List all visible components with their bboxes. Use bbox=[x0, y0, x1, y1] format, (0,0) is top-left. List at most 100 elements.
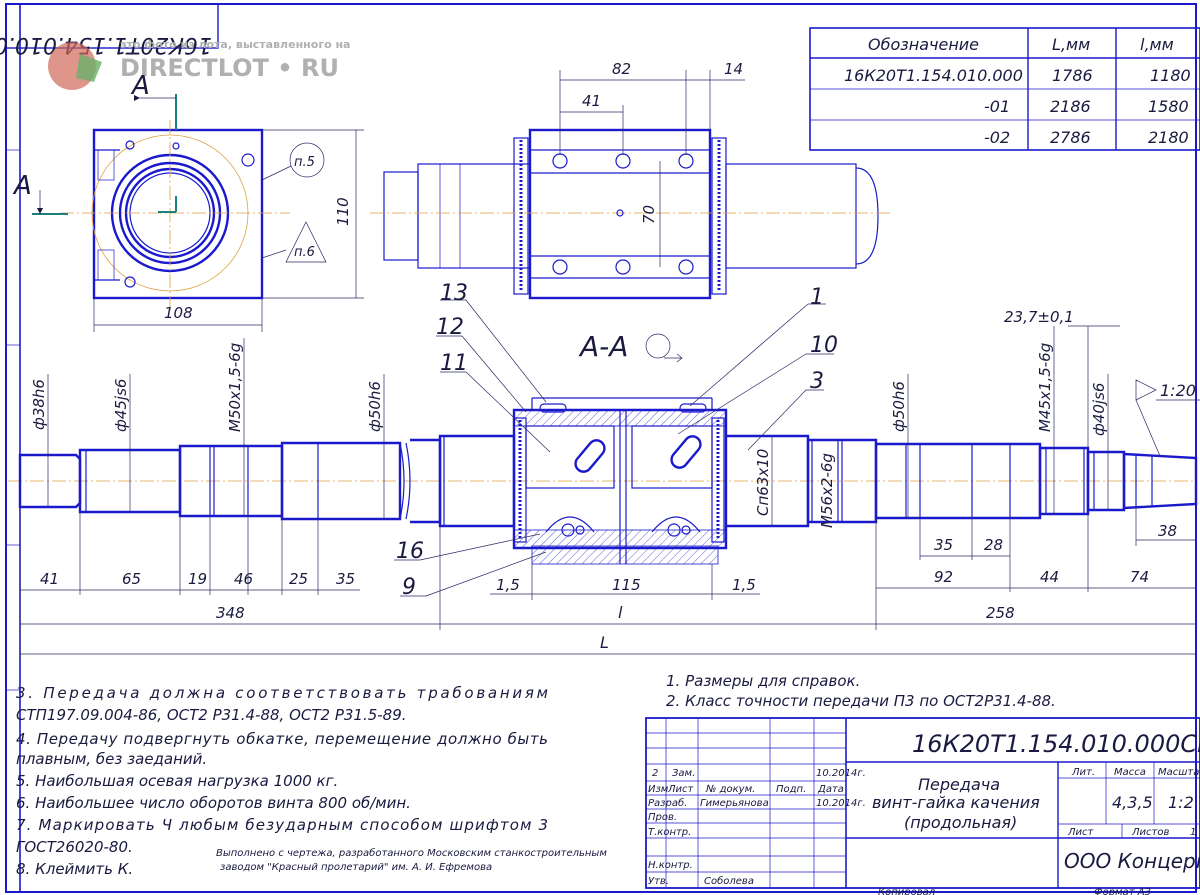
dim-taper: 1:20 bbox=[1160, 381, 1196, 400]
note-left: 7. Маркировать Ч любым безударным способ… bbox=[16, 816, 548, 834]
technical-notes: 1. Размеры для справок. 2. Класс точност… bbox=[16, 672, 1056, 878]
rotation-icon bbox=[645, 333, 671, 359]
dim-44: 44 bbox=[1040, 568, 1059, 586]
dim-d50h6-left: ф50h6 bbox=[366, 381, 384, 432]
dim-35-right: 35 bbox=[934, 536, 953, 554]
tb-cell: Н.контр. bbox=[648, 860, 693, 871]
watermark: это фото из лота, выставленного на DIREC… bbox=[48, 38, 350, 90]
dim-d40js6: ф40js6 bbox=[1090, 383, 1108, 436]
tb-cell: Лист bbox=[667, 784, 695, 795]
tb-lit: Лит. bbox=[1071, 767, 1095, 778]
dim-70: 70 bbox=[640, 205, 658, 224]
tb-cell: Пров. bbox=[648, 812, 677, 823]
tb-cell: Т.контр. bbox=[648, 827, 691, 838]
note-left: 4. Передачу подвергнуть обкатке, перемещ… bbox=[16, 730, 548, 748]
table-cell: 16К20Т1.154.010.000 bbox=[844, 66, 1023, 85]
tb-copied: Копировал bbox=[878, 887, 936, 895]
tb-cell: 2 bbox=[652, 768, 658, 779]
tb-code: 16К20Т1.154.010.000СБ bbox=[912, 730, 1200, 758]
dim-28: 28 bbox=[984, 536, 1003, 554]
table-cell: -01 bbox=[984, 97, 1010, 116]
dim-tolerance: 23,7±0,1 bbox=[1004, 308, 1074, 326]
dim-L: L bbox=[600, 633, 609, 652]
tb-cell: Разраб. bbox=[648, 797, 687, 809]
dim-35-left: 35 bbox=[336, 570, 355, 588]
shaft-diameter-labels: ф38h6 ф45js6 М50х1,5-6g ф50h6 Сп63х10 М5… bbox=[30, 308, 1200, 528]
table-cell: 1786 bbox=[1052, 66, 1093, 85]
title-block: 2 Зам. 10.2014г. Изм Лист № докум. Подп.… bbox=[645, 717, 1200, 895]
tb-scale-value: 1:2 bbox=[1168, 793, 1194, 812]
ball-screw-shaft bbox=[8, 397, 1198, 565]
dim-41: 41 bbox=[40, 570, 59, 588]
note-left: СТП197.09.004-86, ОСТ2 Р31.4-88, ОСТ2 Р3… bbox=[16, 706, 407, 724]
tb-cell: Зам. bbox=[672, 768, 695, 779]
dim-108: 108 bbox=[164, 304, 193, 322]
note-left: 3. Передача должна соответствовать трaбо… bbox=[16, 684, 548, 702]
pos-10: 10 bbox=[810, 333, 838, 358]
table-cell: 1580 bbox=[1148, 97, 1189, 116]
watermark-brand: DIRECTLOT • RU bbox=[120, 54, 339, 82]
dim-d38h6: ф38h6 bbox=[30, 379, 48, 430]
pos-16: 16 bbox=[396, 539, 424, 564]
note-left: плавным, без заеданий. bbox=[16, 750, 207, 768]
note-left: 8. Клеймить К. bbox=[16, 860, 133, 878]
note-left: 5. Наибольшая осевая нагрузка 1000 кг. bbox=[16, 772, 338, 790]
dim-74: 74 bbox=[1130, 568, 1149, 586]
dim-115: 115 bbox=[612, 576, 641, 594]
table-cell: 2786 bbox=[1050, 128, 1091, 147]
table-cell: -02 bbox=[984, 128, 1010, 147]
credit-line: заводом "Красный пролетарий" им. А. И. Е… bbox=[220, 862, 492, 873]
tb-name: винт-гайка качения bbox=[872, 793, 1040, 812]
pos-13: 13 bbox=[440, 281, 468, 306]
dim-348: 348 bbox=[216, 604, 245, 622]
dim-m50: М50х1,5-6g bbox=[226, 343, 244, 432]
dim-46: 46 bbox=[234, 570, 253, 588]
note-right: 2. Класс точности передачи П3 по ОСТ2Р31… bbox=[666, 692, 1056, 710]
note-right: 1. Размеры для справок. bbox=[666, 672, 860, 690]
dim-19: 19 bbox=[188, 570, 207, 588]
tb-mass: Масса bbox=[1114, 767, 1146, 778]
dim-l: l bbox=[618, 603, 623, 622]
dim-1-5-right: 1,5 bbox=[732, 576, 756, 594]
tb-cell: Дата bbox=[817, 784, 844, 795]
rotated-code-box: 16К20Т1.154.010.000СБ bbox=[0, 3, 219, 57]
section-mark-left: А bbox=[12, 171, 32, 201]
dim-258: 258 bbox=[986, 604, 1015, 622]
tb-organization: ООО Концерн "Инмаш" bbox=[1064, 849, 1200, 873]
leader-p5: п.5 bbox=[294, 155, 315, 170]
tb-mass-value: 4,3,5 bbox=[1112, 793, 1153, 812]
table-header-designation: Обозначение bbox=[868, 35, 979, 54]
pos-1: 1 bbox=[810, 285, 824, 310]
dim-m45: М45х1,5-6g bbox=[1036, 343, 1054, 432]
leader-p6: п.6 bbox=[294, 245, 315, 260]
dim-1-5-left: 1,5 bbox=[496, 576, 520, 594]
watermark-caption: это фото из лота, выставленного на bbox=[120, 38, 350, 51]
tb-sheets: Листов bbox=[1131, 827, 1169, 838]
tb-sheet: Лист bbox=[1067, 827, 1095, 838]
tb-cell: 10.2014г. bbox=[816, 798, 866, 809]
tb-cell: Подп. bbox=[776, 784, 806, 795]
table-cell: 2186 bbox=[1050, 97, 1091, 116]
dim-38: 38 bbox=[1158, 522, 1177, 540]
taper-icon bbox=[1135, 379, 1157, 401]
table-header-l: l,мм bbox=[1140, 35, 1174, 54]
dim-25: 25 bbox=[289, 570, 308, 588]
tb-cell: Соболева bbox=[704, 875, 754, 887]
dim-d50h6-right: ф50h6 bbox=[890, 381, 908, 432]
nut-plan-view: 82 14 41 70 bbox=[370, 60, 890, 300]
tb-cell: Изм bbox=[648, 784, 669, 795]
dim-14: 14 bbox=[724, 60, 743, 78]
section-aa-label: А-А bbox=[578, 330, 628, 363]
tb-format: Формат А3 bbox=[1094, 887, 1151, 895]
dim-82: 82 bbox=[612, 60, 631, 78]
credit-line: Выполнено с чертежа, разработанного Моск… bbox=[216, 847, 607, 859]
variant-table: Обозначение L,мм l,мм 16К20Т1.154.010.00… bbox=[809, 27, 1200, 151]
tb-cell: 10.2014г. bbox=[816, 768, 866, 779]
pos-12: 12 bbox=[436, 315, 464, 340]
note-left: ГОСТ26020-80. bbox=[16, 838, 133, 856]
dim-110: 110 bbox=[334, 197, 352, 226]
position-leaders: 13 12 11 1 10 3 16 9 bbox=[394, 281, 838, 600]
dim-92: 92 bbox=[934, 568, 953, 586]
section-mark-top: А bbox=[130, 71, 150, 101]
